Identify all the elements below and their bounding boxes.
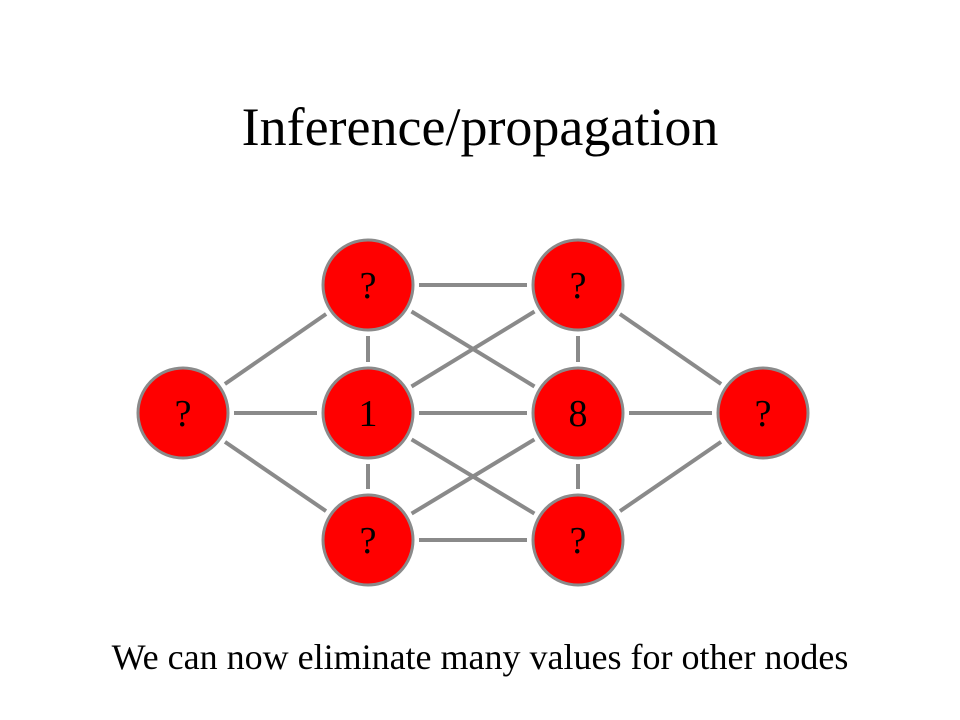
node-label: ? [755,393,772,435]
node-label: 1 [359,393,378,435]
edges-layer [223,283,723,542]
node-label: ? [360,520,377,562]
node-circle [716,366,810,460]
node-circle [321,366,415,460]
node-mid-b: 8 [531,366,625,460]
node-circle [321,238,415,332]
nodes-layer: ?? 1?? 8?? [136,238,810,587]
node-circle [321,493,415,587]
node-top-a: ? [321,238,415,332]
node-right: ? [716,366,810,460]
edge-left-top-a [223,312,328,386]
slide-caption: We can now eliminate many values for oth… [111,637,849,677]
edge-bot-a-mid-b [410,437,536,516]
node-bot-b: ? [531,493,625,587]
node-left: ? [136,366,230,460]
node-circle [531,366,625,460]
edge-bot-b-right [618,440,723,513]
node-label: 8 [569,393,588,435]
node-circle [531,238,625,332]
node-label: ? [360,265,377,307]
edge-top-b-right [618,312,723,386]
edge-mid-a-top-b [410,309,536,389]
slide-title: Inference/propagation [241,97,719,157]
node-bot-a: ? [321,493,415,587]
node-label: ? [175,393,192,435]
node-label: ? [570,265,587,307]
node-mid-a: 1 [321,366,415,460]
node-circle [531,493,625,587]
edge-left-bot-a [223,440,328,513]
node-circle [136,366,230,460]
node-top-b: ? [531,238,625,332]
node-label: ? [570,520,587,562]
